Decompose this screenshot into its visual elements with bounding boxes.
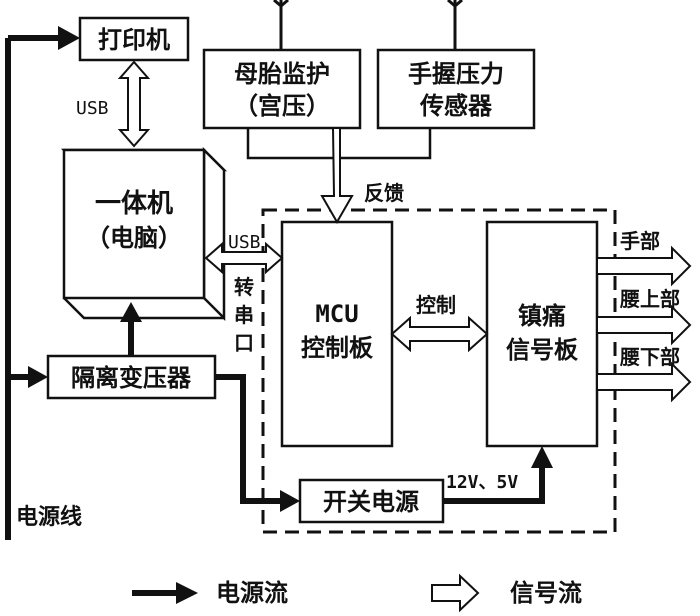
voltage-label: 12V、5V <box>446 472 518 493</box>
output-arrow-hand <box>596 245 692 287</box>
signal-control <box>390 315 489 353</box>
mcu-board-label-line2: 控制板 <box>301 334 374 362</box>
signal-computer-mcu <box>204 241 284 275</box>
power-line-label: 电源线 <box>16 504 82 530</box>
power-psu-to-board <box>443 466 545 504</box>
analgesia-board-label-line1: 镇痛 <box>518 302 566 330</box>
controller-enclosure <box>261 208 617 534</box>
legend-signal-arrow <box>431 573 480 613</box>
output-label-lower-waist: 腰下部 <box>619 345 680 369</box>
analgesia-board-label-line2: 信号板 <box>506 336 579 364</box>
legend: 电源流 信号流 <box>132 573 582 613</box>
power-transformer-to-psu-arrowhead <box>280 490 300 512</box>
mcu-board-label-line1: MCU <box>315 300 358 328</box>
grip-sensor-box <box>376 48 536 130</box>
control-label: 控制 <box>416 293 456 317</box>
usb-printer-label: USB <box>76 98 109 119</box>
signal-feedback <box>320 127 354 225</box>
converter-char-2: 串 <box>234 303 254 327</box>
feedback-label: 反馈 <box>364 181 404 205</box>
output-arrow-upper-waist <box>596 304 692 346</box>
fetal-monitor-label-line2: （宫压） <box>234 92 330 120</box>
converter-char-3: 口 <box>234 331 254 355</box>
antenna-icon <box>447 0 463 50</box>
legend-power-label: 电源流 <box>216 579 288 607</box>
printer-label: 打印机 <box>98 26 170 54</box>
power-to-printer-arrowhead <box>58 26 80 50</box>
computer-label-line1: 一体机 <box>95 189 173 219</box>
switching-psu-label: 开关电源 <box>323 488 419 516</box>
printer-box <box>78 16 190 62</box>
power-psu-to-board-arrowhead <box>531 446 553 468</box>
legend-power-arrowhead <box>176 582 198 604</box>
fetal-monitor-label-line1: 母胎监护 <box>234 60 330 88</box>
power-to-transformer-arrowhead <box>28 366 48 388</box>
grip-sensor-label-line1: 手握压力 <box>408 60 504 88</box>
switching-psu-box <box>298 478 445 524</box>
converter-char-1: 转 <box>234 275 254 299</box>
output-label-upper-waist: 腰上部 <box>619 287 680 311</box>
fetal-monitor-box <box>202 48 362 130</box>
signal-printer-computer <box>117 60 151 148</box>
legend-signal-label: 信号流 <box>510 579 582 607</box>
antenna-icon <box>273 0 289 50</box>
computer-label-line2: （电脑） <box>86 224 182 252</box>
isolation-transformer-box <box>46 354 217 400</box>
output-label-hand: 手部 <box>620 229 660 253</box>
output-arrow-lower-waist <box>596 361 692 403</box>
isolation-transformer-label: 隔离变压器 <box>71 364 192 392</box>
grip-sensor-label-line2: 传感器 <box>419 92 493 120</box>
mcu-board-box <box>280 220 394 448</box>
analgesia-board-box <box>485 220 599 448</box>
power-transformer-to-psu <box>215 374 282 504</box>
computer-box <box>60 146 228 322</box>
usb-computer-label: USB <box>228 232 261 253</box>
